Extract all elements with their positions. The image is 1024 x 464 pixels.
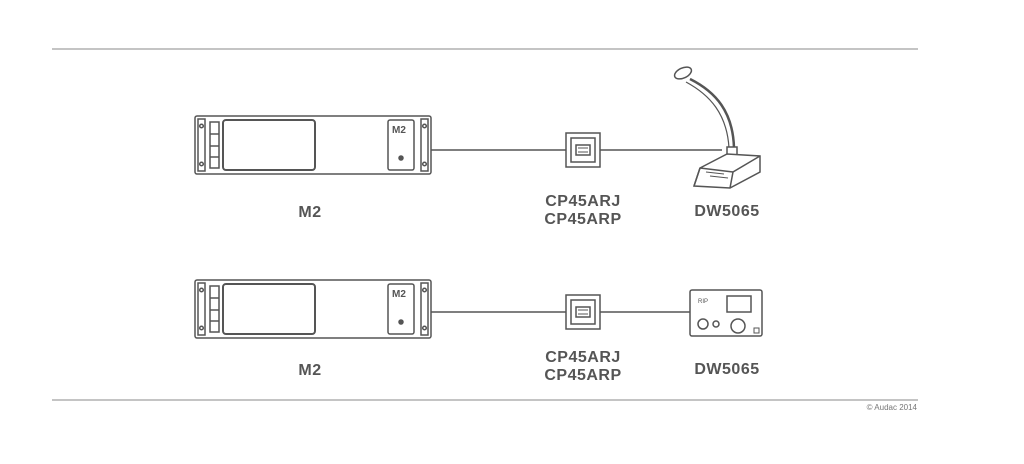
amplifier-m2-unit: [194, 279, 432, 339]
amplifier-label: M2: [298, 362, 322, 379]
amplifier-m2-unit: [194, 115, 432, 175]
copyright-notice: © Audac 2014: [866, 403, 917, 412]
wall-panel-icon: RIP: [689, 289, 763, 337]
bottom-divider: [52, 399, 918, 401]
desk-microphone-icon: [673, 66, 761, 189]
amplifier-label: M2: [298, 204, 322, 221]
svg-text:RIP: RIP: [698, 299, 708, 305]
wallplate-label-line1: CP45ARJ: [545, 349, 621, 366]
wallplate-label-line2: CP45ARP: [544, 211, 622, 228]
wallplate-label-line1: CP45ARJ: [545, 193, 621, 210]
wallplate-label-line2: CP45ARP: [544, 367, 622, 384]
amplifier-front-badge: M2: [392, 289, 406, 300]
wallplate-icon: [565, 294, 601, 330]
wallplate-icon: [565, 132, 601, 168]
endpoint-label: DW5065: [694, 203, 760, 220]
endpoint-label: DW5065: [694, 361, 760, 378]
amplifier-front-badge: M2: [392, 125, 406, 136]
top-divider: [52, 48, 918, 50]
